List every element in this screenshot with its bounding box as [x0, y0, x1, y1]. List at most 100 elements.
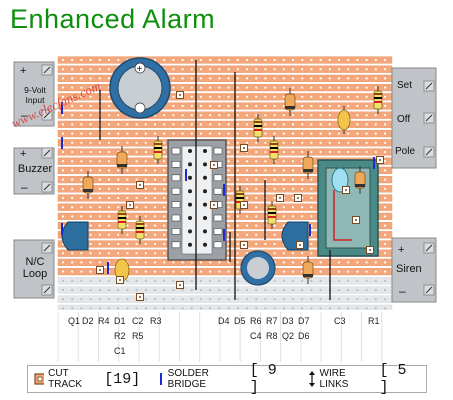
hole [163, 233, 166, 236]
diode-band [303, 274, 313, 277]
hole [245, 252, 249, 255]
hole [163, 150, 166, 154]
hole [291, 58, 295, 62]
hole [135, 270, 138, 273]
hole [190, 132, 193, 135]
hole [98, 279, 101, 282]
copper-strip [57, 56, 393, 64]
cut-track-center [129, 204, 131, 206]
hole [319, 132, 322, 135]
hole [144, 169, 147, 172]
hole [301, 206, 304, 209]
hole [236, 178, 239, 181]
hole [107, 206, 111, 209]
hole [255, 141, 258, 144]
hole [383, 215, 387, 218]
hole [144, 215, 147, 218]
hole [144, 132, 147, 135]
hole [153, 242, 157, 246]
hole [337, 279, 341, 282]
power-terminal-label: 9-Volt Input [24, 85, 46, 105]
hole [135, 261, 138, 264]
hole [135, 279, 138, 282]
hole [383, 68, 387, 71]
hole [374, 141, 377, 144]
hole [209, 307, 212, 310]
hole [107, 141, 111, 144]
cut-track-center [297, 197, 299, 199]
ic-pad [203, 162, 207, 167]
hole [264, 104, 267, 108]
hole [310, 77, 313, 80]
hole [117, 206, 120, 209]
hole [135, 252, 138, 255]
hole [301, 261, 304, 264]
hole [282, 298, 285, 301]
hole [89, 95, 92, 98]
hole [71, 95, 74, 98]
hole [301, 77, 304, 80]
hole [117, 288, 120, 292]
hole [227, 58, 230, 62]
hole [310, 95, 313, 98]
ic-pad [188, 149, 192, 153]
resistor-band [374, 93, 382, 95]
hole [310, 141, 313, 144]
ic-pin [213, 214, 223, 222]
hole [282, 68, 285, 71]
hole [71, 307, 74, 310]
screw-slot [425, 148, 433, 156]
hole [291, 141, 295, 144]
hole [255, 77, 258, 80]
hole [163, 270, 166, 273]
legend-solder-bridge-count: [ 9 ] [249, 362, 277, 396]
hole [153, 132, 157, 135]
hole [126, 252, 129, 255]
hole [374, 307, 377, 310]
power-plus-sign: + [20, 65, 26, 77]
hole [328, 95, 331, 98]
component-label-q2: Q2 [282, 331, 295, 341]
hole [98, 150, 101, 154]
hole [356, 86, 359, 89]
resistor-band [236, 197, 244, 199]
hole [236, 123, 239, 126]
hole [80, 298, 83, 301]
hole [144, 196, 147, 200]
hole [199, 307, 203, 310]
hole [98, 298, 101, 301]
power-minus-sign: – [21, 108, 28, 122]
screw-slot [425, 114, 433, 122]
hole [144, 270, 147, 273]
solder-bridge [223, 184, 225, 196]
ic-pad [203, 216, 207, 220]
hole [144, 123, 147, 126]
hole [255, 114, 258, 117]
hole [163, 224, 166, 227]
hole [153, 298, 157, 301]
cut-track-center [369, 249, 371, 251]
hole [347, 298, 350, 301]
hole [337, 77, 341, 80]
cut-track-center [355, 219, 357, 221]
hole [383, 270, 387, 273]
hole [383, 196, 387, 200]
hole [291, 298, 295, 301]
hole [61, 187, 65, 190]
hole [107, 114, 111, 117]
hole [107, 77, 111, 80]
hole [80, 279, 83, 282]
hole [273, 288, 276, 292]
hole [181, 114, 184, 117]
hole [291, 307, 295, 310]
hole [199, 279, 203, 282]
hole [383, 187, 387, 190]
hole [126, 141, 129, 144]
hole [347, 270, 350, 273]
hole [89, 224, 92, 227]
hole [126, 169, 129, 172]
hole [255, 206, 258, 209]
hole [89, 68, 92, 71]
hole [236, 187, 239, 190]
hole [163, 261, 166, 264]
